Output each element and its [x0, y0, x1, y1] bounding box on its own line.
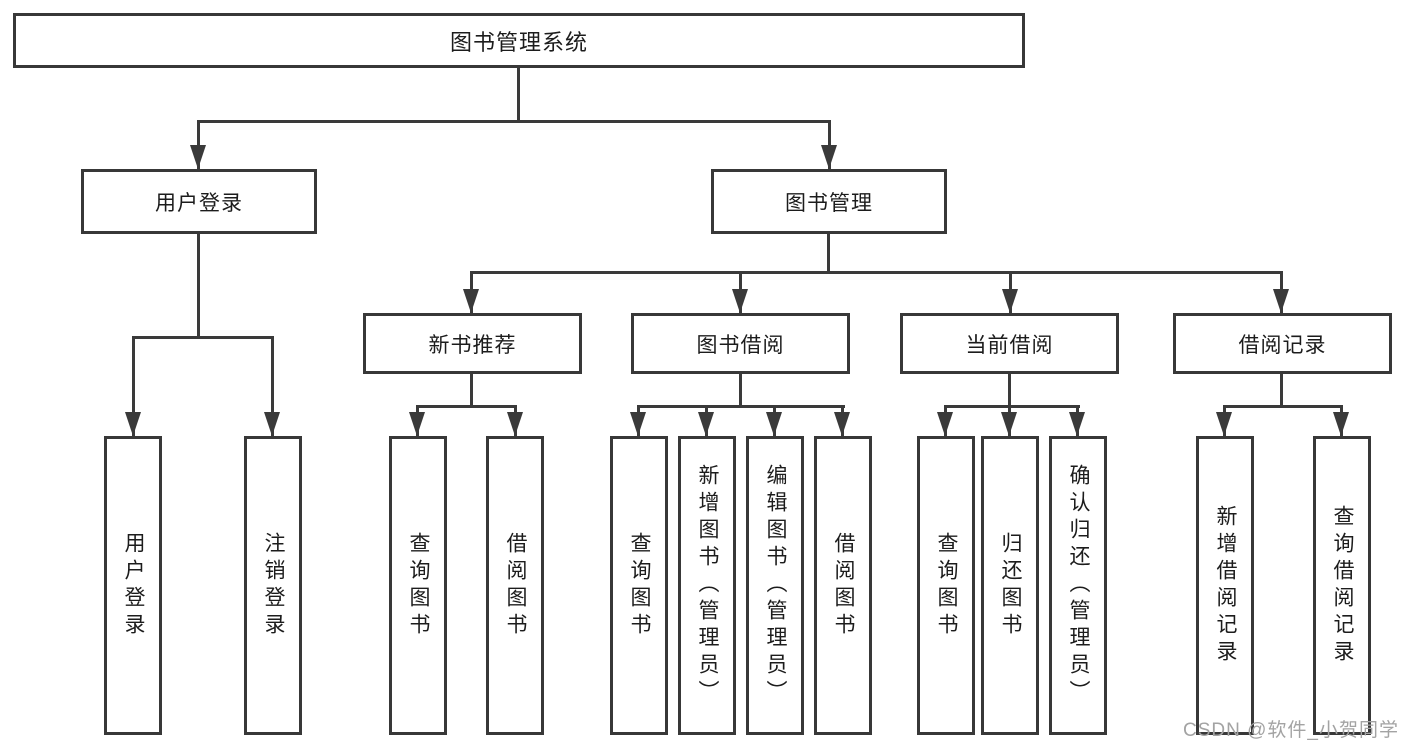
arrow-down-icon — [1216, 412, 1232, 436]
node-new-book-recommend: 新书推荐 — [363, 313, 582, 374]
node-label: 查询借阅记录 — [1331, 504, 1354, 667]
arrow-down-icon — [834, 412, 850, 436]
leaf-edit-book-admin: 编辑图书（管理员） — [746, 436, 804, 735]
node-book-management: 图书管理 — [711, 169, 947, 234]
node-current-borrowing: 当前借阅 — [900, 313, 1119, 374]
node-library-management-system: 图书管理系统 — [13, 13, 1025, 68]
node-user-login: 用户登录 — [81, 169, 317, 234]
arrow-down-icon — [409, 412, 425, 436]
connector-drop — [197, 120, 200, 169]
leaf-borrow-books-borrowing: 借阅图书 — [814, 436, 872, 735]
node-label: 用户登录 — [155, 191, 243, 215]
node-borrowing-records: 借阅记录 — [1173, 313, 1392, 374]
arrow-down-icon — [698, 412, 714, 436]
arrow-down-icon — [1001, 412, 1017, 436]
leaf-add-borrow-record: 新增借阅记录 — [1196, 436, 1254, 735]
arrow-down-icon — [264, 412, 280, 436]
connector-drop — [828, 120, 831, 169]
csdn-watermark: CSDN @软件_小贺同学 — [1183, 720, 1399, 741]
leaf-query-books-borrowing: 查询图书 — [610, 436, 668, 735]
leaf-logout: 注销登录 — [244, 436, 302, 735]
leaf-user-login: 用户登录 — [104, 436, 162, 735]
leaf-query-books-current: 查询图书 — [917, 436, 975, 735]
node-label: 借阅记录 — [1238, 333, 1327, 357]
arrow-down-icon — [463, 289, 479, 313]
node-book-borrowing: 图书借阅 — [631, 313, 850, 374]
node-label: 确认归还（管理员） — [1067, 464, 1090, 707]
leaf-query-borrow-record: 查询借阅记录 — [1313, 436, 1371, 735]
arrow-down-icon — [732, 289, 748, 313]
arrow-down-icon — [937, 412, 953, 436]
arrow-down-icon — [190, 145, 206, 169]
arrow-down-icon — [821, 145, 837, 169]
arrow-down-icon — [1333, 412, 1349, 436]
node-label: 借阅图书 — [504, 531, 527, 640]
connector-drop — [271, 336, 274, 436]
node-label: 注销登录 — [262, 531, 285, 640]
node-label: 查询图书 — [935, 531, 958, 640]
connector-borrowing-stem — [739, 374, 742, 408]
node-label: 图书管理 — [785, 191, 873, 215]
arrow-down-icon — [1273, 289, 1289, 313]
arrow-down-icon — [1002, 289, 1018, 313]
arrow-down-icon — [125, 412, 141, 436]
connector-root-bar — [197, 120, 831, 123]
leaf-return-books: 归还图书 — [981, 436, 1039, 735]
arrow-down-icon — [507, 412, 523, 436]
arrow-down-icon — [1069, 412, 1085, 436]
arrow-down-icon — [630, 412, 646, 436]
leaf-add-book-admin: 新增图书（管理员） — [678, 436, 736, 735]
node-label: 图书借阅 — [696, 333, 785, 357]
connector-drop — [132, 336, 135, 436]
leaf-borrow-books-recommend: 借阅图书 — [486, 436, 544, 735]
node-label: 当前借阅 — [965, 333, 1054, 357]
node-label: 编辑图书（管理员） — [764, 464, 787, 707]
node-label: 借阅图书 — [832, 531, 855, 640]
node-label: 查询图书 — [628, 531, 651, 640]
node-label: 查询图书 — [407, 531, 430, 640]
connector-records-bar — [1223, 405, 1343, 408]
connector-userlogin-stem — [197, 234, 200, 339]
connector-userlogin-bar — [132, 336, 274, 339]
node-label: 归还图书 — [999, 531, 1022, 640]
connector-borrowing-bar — [637, 405, 845, 408]
connector-newbook-stem — [470, 374, 473, 408]
connector-root-stem — [517, 68, 520, 121]
leaf-confirm-return-admin: 确认归还（管理员） — [1049, 436, 1107, 735]
connector-current-stem — [1008, 374, 1011, 408]
node-label: 新书推荐 — [428, 333, 517, 357]
node-label: 新增借阅记录 — [1214, 504, 1237, 667]
node-label: 用户登录 — [122, 531, 145, 640]
connector-current-bar — [944, 405, 1080, 408]
connector-bookmgmt-stem — [827, 234, 830, 274]
arrow-down-icon — [766, 412, 782, 436]
node-label: 新增图书（管理员） — [696, 464, 719, 707]
node-label: 图书管理系统 — [449, 29, 588, 55]
connector-records-stem — [1280, 374, 1283, 408]
connector-bookmgmt-bar — [470, 271, 1283, 274]
connector-newbook-bar — [416, 405, 517, 408]
leaf-query-books-recommend: 查询图书 — [389, 436, 447, 735]
